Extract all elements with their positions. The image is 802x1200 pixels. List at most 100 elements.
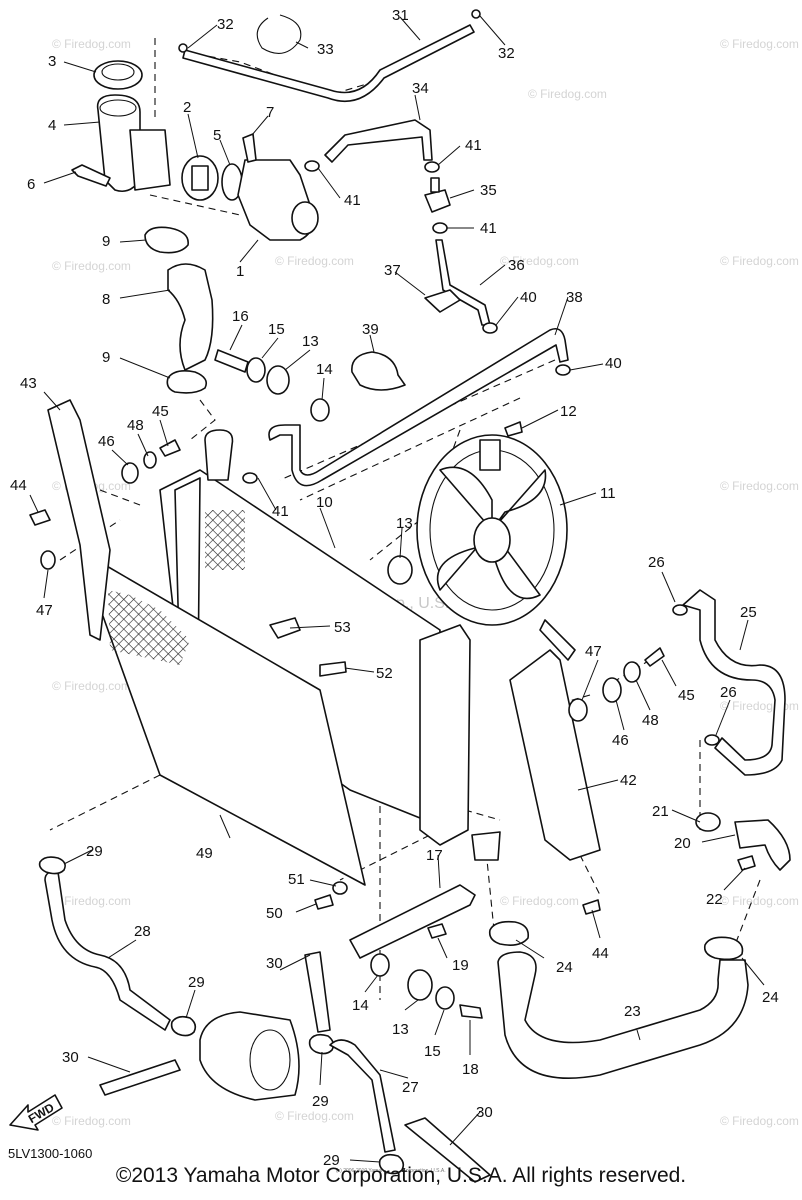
callout-9: 9 xyxy=(102,233,110,250)
callout-14b: 14 xyxy=(352,997,369,1014)
svg-text:© Firedog.com: © Firedog.com xyxy=(720,254,799,268)
callout-18: 18 xyxy=(462,1061,479,1078)
callout-23: 23 xyxy=(624,1003,641,1020)
parts-artwork xyxy=(29,9,791,1183)
svg-text:© Firedog.com: © Firedog.com xyxy=(52,259,131,273)
svg-text:© Firedog.com: © Firedog.com xyxy=(720,37,799,51)
callout-25: 25 xyxy=(740,604,757,621)
callout-24b: 24 xyxy=(762,989,779,1006)
callout-48: 48 xyxy=(127,417,144,434)
svg-text:© Firedog.com: © Firedog.com xyxy=(720,479,799,493)
callout-9b: 9 xyxy=(102,349,110,366)
callout-labels: 32 32 33 31 3 4 6 2 5 7 9 1 8 9 34 41 41… xyxy=(10,7,779,1169)
callout-46b: 46 xyxy=(612,732,629,749)
callout-13b: 13 xyxy=(396,515,413,532)
svg-text:© Firedog.com: © Firedog.com xyxy=(500,254,579,268)
pipe-34 xyxy=(324,119,433,163)
callout-1: 1 xyxy=(236,263,244,280)
callout-40: 40 xyxy=(520,289,537,306)
callout-11: 11 xyxy=(600,485,616,502)
callout-6: 6 xyxy=(27,176,35,193)
callout-38: 38 xyxy=(566,289,583,306)
callout-32: 32 xyxy=(217,16,234,33)
oil-cooler xyxy=(199,1011,300,1101)
bracket-30-left xyxy=(99,1059,181,1096)
callout-48b: 48 xyxy=(642,712,659,729)
callout-41b: 41 xyxy=(344,192,361,209)
union-20 xyxy=(734,819,791,871)
callout-7: 7 xyxy=(266,104,274,121)
union-35 xyxy=(424,189,451,213)
callout-36: 36 xyxy=(508,257,525,274)
bracket-30-center xyxy=(304,951,331,1033)
copyright-notice: ©2013 Yamaha Motor Corporation, U.S.A. A… xyxy=(115,1164,687,1187)
clamp-39 xyxy=(351,351,406,391)
clip-33 xyxy=(256,14,302,54)
callout-40b: 40 xyxy=(605,355,622,372)
callout-45: 45 xyxy=(152,403,169,420)
callout-47b: 47 xyxy=(585,643,602,660)
callout-41: 41 xyxy=(465,137,482,154)
callout-32b: 32 xyxy=(498,45,515,62)
svg-text:© Firedog.com: © Firedog.com xyxy=(720,1114,799,1128)
svg-text:© Firedog.com: © Firedog.com xyxy=(275,254,354,268)
callout-41d: 41 xyxy=(272,503,289,520)
callout-27: 27 xyxy=(402,1079,419,1096)
svg-text:© Firedog.com: © Firedog.com xyxy=(52,679,131,693)
callout-15: 15 xyxy=(268,321,285,338)
callout-49: 49 xyxy=(196,845,213,862)
svg-text:© Firedog.com: © Firedog.com xyxy=(52,1114,131,1128)
fan-assembly xyxy=(416,434,576,661)
callout-34: 34 xyxy=(412,80,429,97)
svg-text:© Firedog.com: © Firedog.com xyxy=(500,894,579,908)
callout-51: 51 xyxy=(288,871,305,888)
callout-47: 47 xyxy=(36,602,53,619)
hose-27 xyxy=(329,1039,396,1153)
hose-25 xyxy=(682,589,786,776)
svg-text:© Firedog.com: © Firedog.com xyxy=(52,894,131,908)
callout-14: 14 xyxy=(316,361,333,378)
side-cover-42 xyxy=(509,649,601,861)
callout-3: 3 xyxy=(48,53,56,70)
callout-13: 13 xyxy=(302,333,319,350)
callout-46: 46 xyxy=(98,433,115,450)
callout-5: 5 xyxy=(213,127,221,144)
hose-38 xyxy=(268,327,569,487)
callout-12: 12 xyxy=(560,403,577,420)
callout-19: 19 xyxy=(452,957,469,974)
callout-50: 50 xyxy=(266,905,283,922)
callout-42: 42 xyxy=(620,772,637,789)
radiator-cap xyxy=(93,60,143,90)
callout-17: 17 xyxy=(426,847,443,864)
callout-39: 39 xyxy=(362,321,379,338)
callout-4: 4 xyxy=(48,117,56,134)
filler-neck xyxy=(96,94,141,193)
callout-15b: 15 xyxy=(424,1043,441,1060)
svg-text:© Firedog.com: © Firedog.com xyxy=(52,37,131,51)
callout-33: 33 xyxy=(317,41,334,58)
callout-24: 24 xyxy=(556,959,573,976)
hose-23 xyxy=(497,951,749,1079)
bracket-30-right xyxy=(404,1117,491,1183)
callout-8: 8 xyxy=(102,291,110,308)
hose-8 xyxy=(167,263,214,371)
callout-44: 44 xyxy=(10,477,27,494)
svg-text:© Firedog.com: © Firedog.com xyxy=(720,699,799,713)
callout-43: 43 xyxy=(20,375,37,392)
bracket-17 xyxy=(349,884,476,959)
hose-36 xyxy=(435,239,491,326)
callout-30: 30 xyxy=(266,955,283,972)
callout-2: 2 xyxy=(183,99,191,116)
svg-text:© Firedog.com: © Firedog.com xyxy=(275,1109,354,1123)
callout-29: 29 xyxy=(86,843,103,860)
svg-text:© Firedog.com: © Firedog.com xyxy=(528,87,607,101)
callout-30b: 30 xyxy=(62,1049,79,1066)
clamp-9 xyxy=(144,226,189,254)
callout-21: 21 xyxy=(652,803,669,820)
callout-29b: 29 xyxy=(188,974,205,991)
callout-28: 28 xyxy=(134,923,151,940)
svg-text:© Firedog.com: © Firedog.com xyxy=(720,894,799,908)
side-cover-43 xyxy=(47,399,111,641)
callout-26b: 26 xyxy=(720,684,737,701)
